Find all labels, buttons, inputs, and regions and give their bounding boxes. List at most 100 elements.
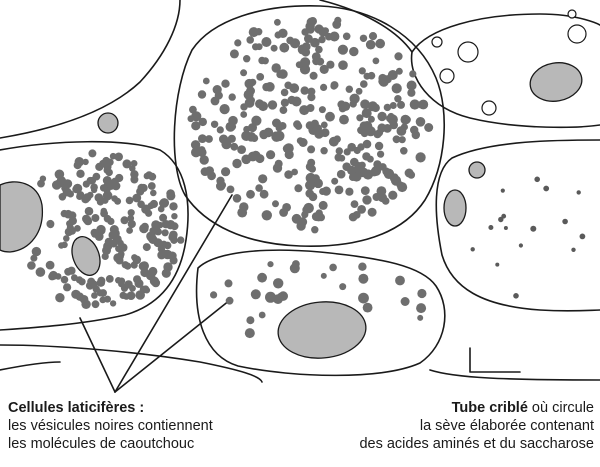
vesicle <box>362 195 372 205</box>
vesicle <box>331 177 339 185</box>
vesicle <box>383 103 392 112</box>
vesicle <box>365 126 376 137</box>
vesicle <box>177 236 185 244</box>
vesicle <box>147 233 156 242</box>
vesicle <box>357 205 366 214</box>
vesicle <box>31 246 42 257</box>
vesicle <box>91 292 98 299</box>
vesicle <box>84 206 94 216</box>
vesicle <box>318 106 326 114</box>
vacuole-sieve-tube <box>443 189 467 227</box>
vesicle <box>79 295 89 304</box>
vesicle <box>336 169 346 179</box>
vesicle <box>417 100 426 109</box>
vesicle <box>305 189 315 198</box>
cell-wall-bottom <box>0 344 263 383</box>
vesicle <box>63 235 70 242</box>
vesicle <box>104 295 111 303</box>
vesicle <box>126 227 133 234</box>
vesicle <box>90 228 99 237</box>
vesicle <box>114 197 122 205</box>
vesicle <box>56 176 66 185</box>
vesicle <box>106 158 114 166</box>
laticifer-cell-left-wall <box>0 140 189 331</box>
vesicle <box>60 275 69 284</box>
vacuole-sieve-small <box>468 161 486 179</box>
vesicle <box>301 28 310 36</box>
vesicle <box>221 79 230 88</box>
vesicle <box>99 289 107 297</box>
vesicle <box>130 175 139 184</box>
vesicle <box>256 73 265 81</box>
vesicle <box>99 184 108 192</box>
vesicle <box>513 293 519 299</box>
vesicle <box>415 117 426 127</box>
vesicle <box>409 70 417 78</box>
vesicle <box>91 214 100 222</box>
vesicle <box>150 189 157 197</box>
caption-tube-crible-line1: la sève élaborée contenant <box>419 418 594 434</box>
caption-laticiferes-line2: les molécules de caoutchouc <box>8 436 195 452</box>
vesicle <box>321 27 329 35</box>
vesicle <box>199 155 209 165</box>
vesicle <box>320 121 328 129</box>
vesicle <box>381 197 390 205</box>
vesicle <box>82 215 92 224</box>
vesicle <box>261 37 272 47</box>
vesicle <box>495 262 500 267</box>
vesicle <box>309 71 318 80</box>
vesicle <box>76 193 84 200</box>
vesicle <box>126 291 136 301</box>
vesicle <box>279 106 288 114</box>
vesicle <box>571 247 576 252</box>
vesicle <box>326 60 335 69</box>
vesicle <box>157 245 166 253</box>
cell-wall-right-top <box>319 0 413 53</box>
caption-tube-crible-title: Tube criblé <box>451 400 528 416</box>
vesicle <box>374 141 384 151</box>
vesicle <box>161 268 171 278</box>
vesicle <box>307 87 316 96</box>
vesicle <box>329 31 340 42</box>
vesicle <box>225 296 234 305</box>
vesicle <box>145 209 153 217</box>
vesicle <box>60 209 68 218</box>
vesicle <box>250 289 261 300</box>
vesicle <box>277 292 285 301</box>
caption-laticiferes: Cellules laticifères : les vésicules noi… <box>8 399 213 453</box>
vesicle <box>250 134 259 142</box>
vesicle <box>378 77 389 87</box>
vesicle <box>239 202 249 212</box>
vesicle <box>241 130 252 141</box>
cell-wall-bottom-left <box>0 361 61 371</box>
sieve-tube-dots <box>470 176 586 299</box>
vesicle <box>258 174 268 184</box>
vesicle <box>398 136 406 144</box>
vesicle <box>403 116 411 124</box>
vesicle <box>72 185 81 194</box>
vesicle <box>132 193 142 203</box>
vacuole-tiny <box>97 112 119 134</box>
vesicle <box>71 274 78 282</box>
vesicle <box>48 270 58 280</box>
vesicle <box>157 221 164 229</box>
vesicle <box>35 267 46 277</box>
vesicle <box>354 162 363 171</box>
vesicle <box>247 96 255 105</box>
vesicle <box>97 276 106 285</box>
vesicle <box>400 147 408 155</box>
vesicle <box>371 166 382 176</box>
vesicle <box>319 188 327 195</box>
vesicle <box>530 225 537 232</box>
vesicle <box>339 283 347 291</box>
vesicle <box>130 261 138 269</box>
vesicle <box>127 209 135 217</box>
vesicle <box>232 158 242 169</box>
vesicle <box>303 202 314 214</box>
vesicle <box>252 43 260 51</box>
vesicle <box>415 152 426 163</box>
vesicle <box>243 125 251 133</box>
vesicle <box>135 290 145 300</box>
vesicle <box>159 199 167 208</box>
